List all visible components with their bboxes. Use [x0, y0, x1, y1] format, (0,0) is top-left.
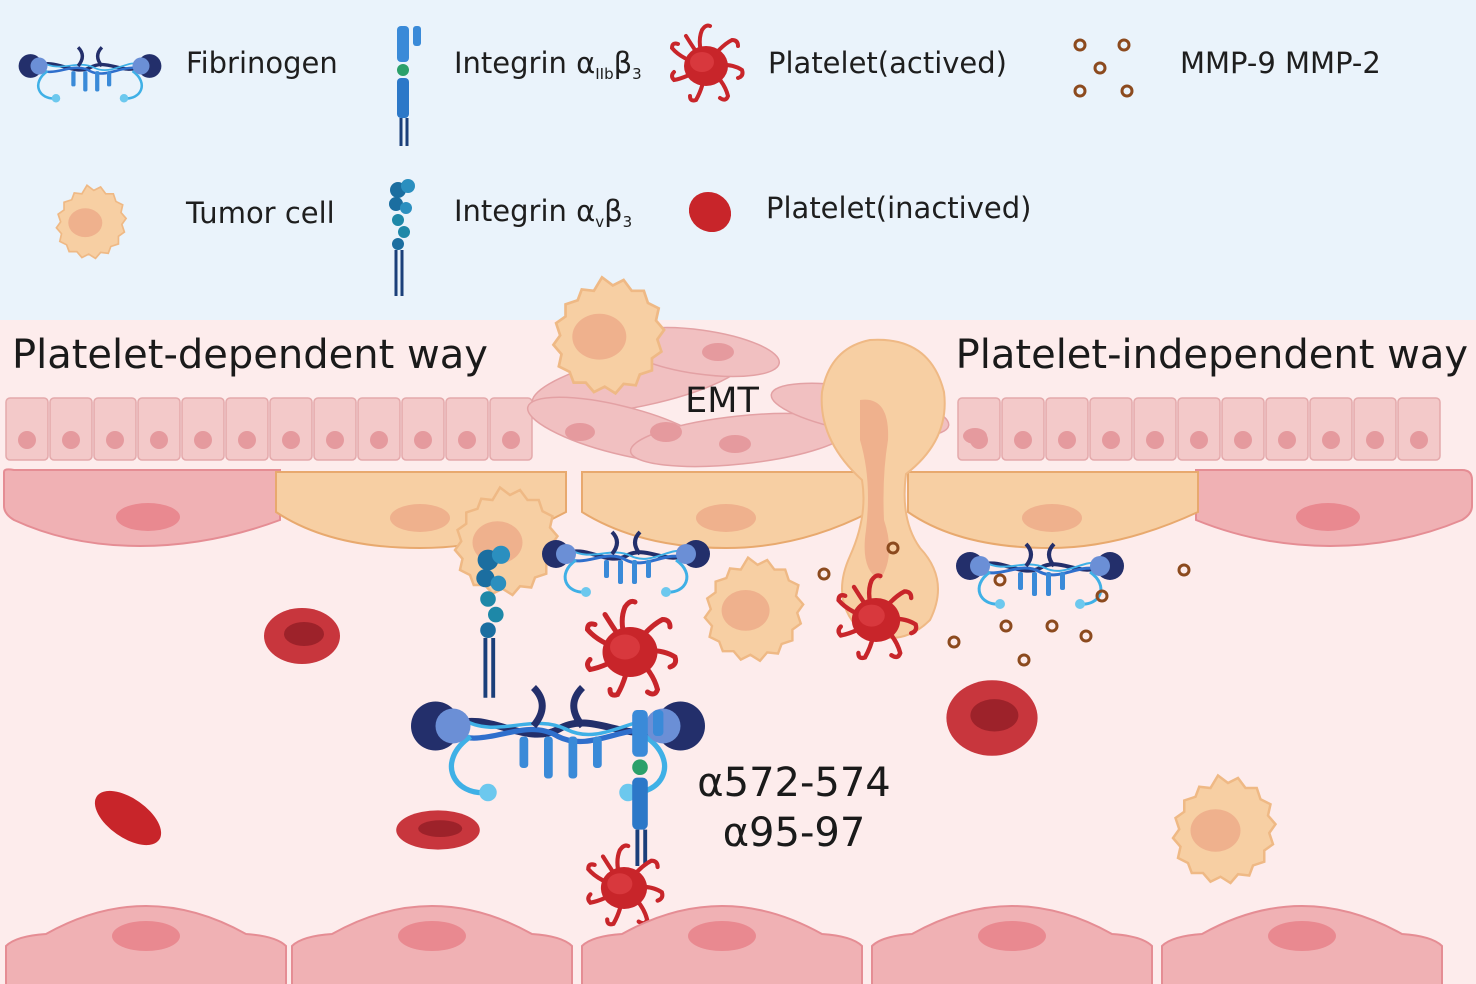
binding-site-2-label: α95-97 [723, 810, 866, 856]
platelet-independent-label: Platelet-independent way [956, 332, 1468, 378]
legend-platelet-inactive-label: Platelet(inactived) [766, 191, 1031, 225]
legend: Fibrinogen Integrin αIIbβ3 Platelet(acti… [16, 23, 1381, 298]
platelet-dependent-label: Platelet-dependent way [12, 332, 488, 378]
legend-tumor-cell-label: Tumor cell [185, 196, 335, 230]
legend-fibrinogen-label: Fibrinogen [186, 46, 338, 80]
tumor-cell-transmigrating [820, 338, 946, 639]
legend-integrin-aiib-label: Integrin αIIbβ3 [454, 46, 642, 83]
red-blood-cell-2 [396, 810, 480, 850]
binding-site-1-label: α572-574 [697, 760, 891, 806]
legend-platelet-inactive-icon [688, 191, 732, 233]
legend-integrin-av-label: Integrin αvβ3 [454, 194, 632, 231]
emt-label: EMT [685, 381, 759, 421]
legend-mmp-label: MMP-9 MMP-2 [1180, 46, 1381, 80]
red-blood-cell-3 [946, 680, 1038, 756]
platelet-inactive-1 [94, 790, 162, 846]
mmp-particles [817, 541, 1191, 667]
red-blood-cell-1 [264, 608, 340, 664]
upper-endothelium [3, 468, 1473, 550]
legend-mmp-icon [1073, 38, 1134, 98]
legend-background [0, 0, 1476, 320]
legend-platelet-active-label: Platelet(actived) [768, 46, 1007, 80]
